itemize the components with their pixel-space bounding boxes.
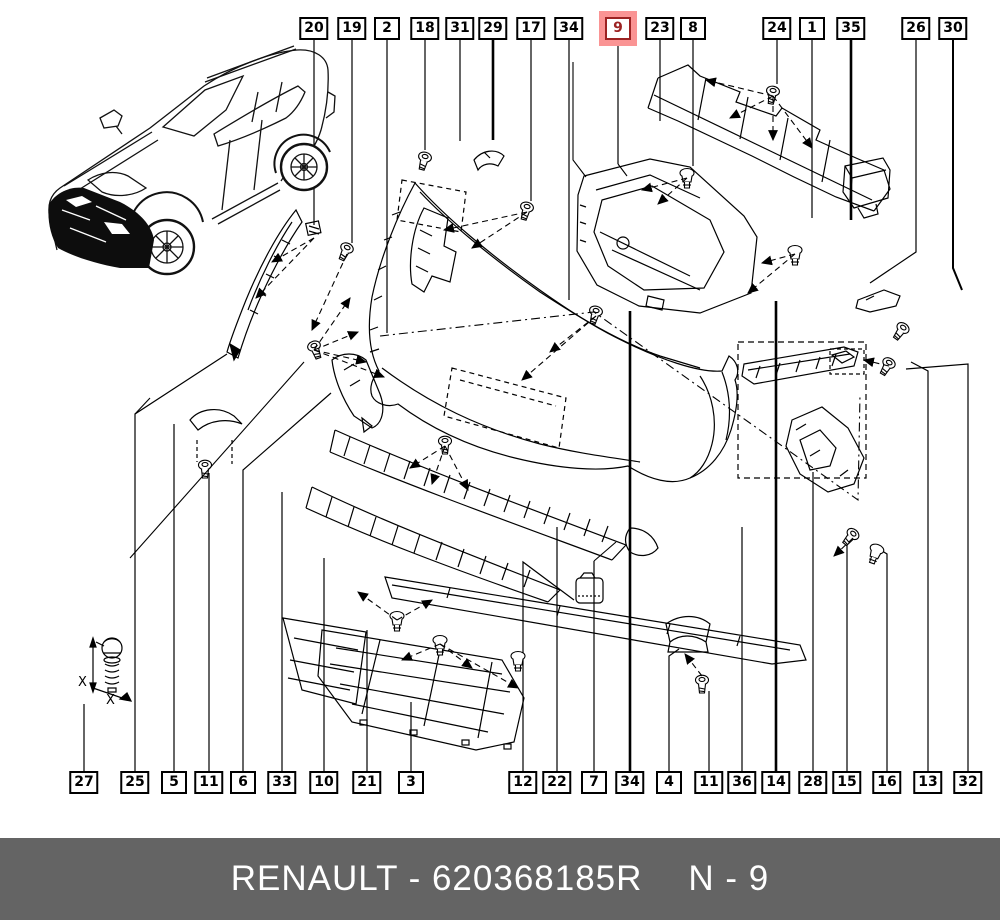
lower-bracket: [665, 615, 711, 653]
grille-support-part: [576, 158, 758, 314]
side-bracket-5: [189, 409, 243, 431]
callout-13[interactable]: 13: [913, 771, 943, 794]
leader-lines-bottom: [83, 301, 969, 772]
small-parts: [189, 150, 711, 653]
footer-part-number: RENAULT - 620368185R: [230, 859, 643, 898]
right-beam-and-bracket: [737, 289, 901, 493]
callout-35[interactable]: 35: [836, 17, 866, 40]
callout-1[interactable]: 1: [799, 17, 825, 40]
callout-28[interactable]: 28: [798, 771, 828, 794]
lower-grille-trim-parts: [305, 429, 659, 603]
callout-17[interactable]: 17: [516, 17, 546, 40]
exploded-parts-diagram: X X: [48, 38, 969, 772]
callout-22[interactable]: 22: [542, 771, 572, 794]
callout-34-top[interactable]: 34: [554, 17, 584, 40]
footer-page-ref: N - 9: [688, 859, 770, 898]
skid-plate-parts: [282, 576, 807, 751]
leader-lines-top: [313, 38, 963, 333]
callout-31[interactable]: 31: [445, 17, 475, 40]
callout-8[interactable]: 8: [680, 17, 706, 40]
callout-5[interactable]: 5: [161, 771, 187, 794]
callout-24[interactable]: 24: [762, 17, 792, 40]
svg-text:X: X: [78, 675, 87, 690]
callout-15[interactable]: 15: [832, 771, 862, 794]
callout-30[interactable]: 30: [938, 17, 968, 40]
impact-absorber-part: [647, 64, 891, 219]
top-bracket-29: [473, 150, 505, 172]
clip-nut-20: [304, 220, 322, 237]
callout-25[interactable]: 25: [120, 771, 150, 794]
callout-32[interactable]: 32: [953, 771, 983, 794]
callout-19[interactable]: 19: [337, 17, 367, 40]
callout-18[interactable]: 18: [410, 17, 440, 40]
callout-3[interactable]: 3: [398, 771, 424, 794]
callout-27[interactable]: 27: [69, 771, 99, 794]
callout-36[interactable]: 36: [727, 771, 757, 794]
callout-34-bottom[interactable]: 34: [615, 771, 645, 794]
side-trim-part: [226, 208, 303, 362]
callout-21[interactable]: 21: [352, 771, 382, 794]
callout-16[interactable]: 16: [872, 771, 902, 794]
callout-10[interactable]: 10: [309, 771, 339, 794]
callout-20[interactable]: 20: [299, 17, 329, 40]
callout-4[interactable]: 4: [656, 771, 682, 794]
assembly-arrows: [255, 77, 890, 689]
tow-hook-cover: [575, 577, 604, 604]
svg-text:X: X: [106, 693, 115, 708]
callout-33[interactable]: 33: [267, 771, 297, 794]
bolt-spring-part: X X: [78, 636, 133, 708]
callout-2[interactable]: 2: [374, 17, 400, 40]
callout-9-highlighted[interactable]: 9: [605, 17, 631, 40]
callout-6[interactable]: 6: [230, 771, 256, 794]
callout-26[interactable]: 26: [901, 17, 931, 40]
footer-bar: RENAULT - 620368185R N - 9: [0, 838, 1000, 920]
callout-7[interactable]: 7: [581, 771, 607, 794]
callout-29[interactable]: 29: [478, 17, 508, 40]
connector-frames: [129, 62, 628, 562]
callout-14[interactable]: 14: [761, 771, 791, 794]
callout-23[interactable]: 23: [645, 17, 675, 40]
callout-12[interactable]: 12: [508, 771, 538, 794]
callout-11[interactable]: 11: [194, 771, 224, 794]
callout-11b[interactable]: 11: [694, 771, 724, 794]
vehicle-thumbnail: [48, 45, 336, 276]
bumper-cover-part: [331, 179, 739, 483]
